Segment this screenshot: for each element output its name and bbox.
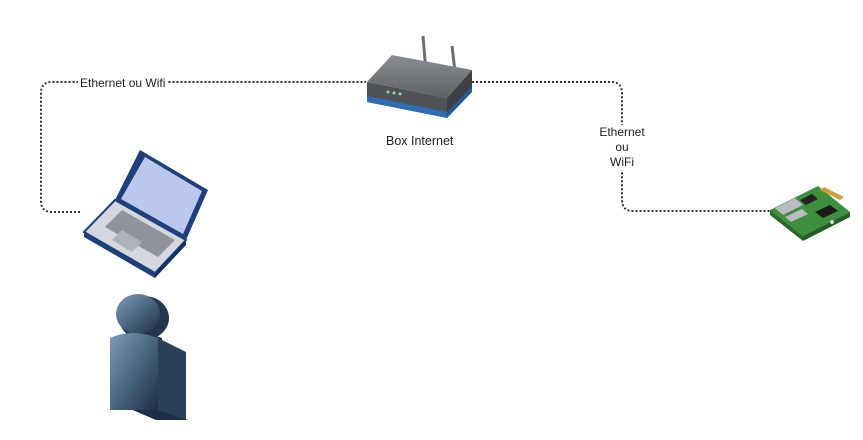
laptop-icon xyxy=(82,150,208,278)
link-right-label: Ethernet ou WiFi xyxy=(597,125,647,170)
link-left-label: Ethernet ou Wifi xyxy=(78,76,168,91)
link-router-raspberry xyxy=(472,81,773,212)
link-right-label-line: Ethernet xyxy=(599,125,645,139)
link-laptop-router xyxy=(40,81,366,213)
raspberry-pi-board-icon xyxy=(770,186,850,241)
router-label: Box Internet xyxy=(386,134,454,149)
user-icon xyxy=(110,294,188,420)
link-right-label-line: ou xyxy=(615,140,629,154)
router-icon xyxy=(367,35,472,118)
link-right-label-line: WiFi xyxy=(610,155,634,169)
